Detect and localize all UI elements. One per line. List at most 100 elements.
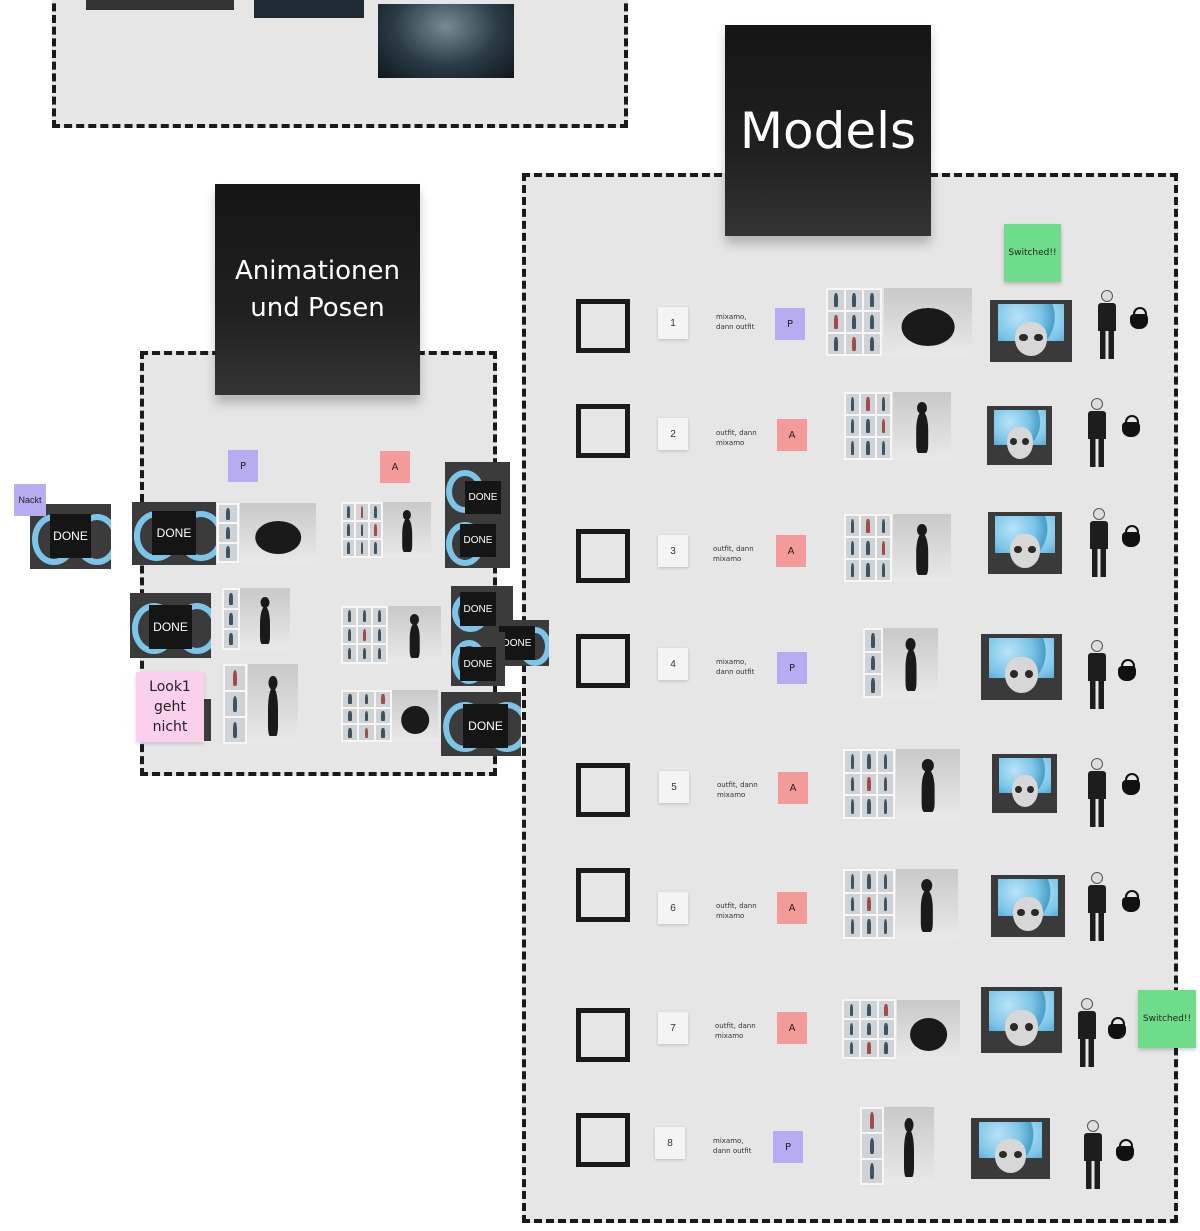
row-8-render[interactable] (884, 1107, 934, 1185)
row-6-note: outfit, dann mixamo (716, 902, 757, 920)
row-7-render[interactable] (897, 1000, 960, 1060)
anim-p-render-1[interactable] (240, 503, 316, 563)
anim-p-grid-2[interactable] (222, 588, 240, 650)
done-card-4[interactable]: DONE (445, 514, 510, 568)
row-1-bag[interactable] (1130, 307, 1148, 329)
switched-note-label: Switched!! (1008, 248, 1057, 258)
row-7-face[interactable] (981, 987, 1062, 1053)
anim-p-render-3[interactable] (248, 664, 298, 744)
row-4-render[interactable] (883, 628, 938, 698)
done-label: DONE (463, 704, 508, 748)
row-8-tag[interactable]: P (773, 1131, 803, 1163)
look1-note[interactable]: Look1 geht nicht (136, 672, 204, 742)
row-7-tag[interactable]: A (777, 1012, 807, 1044)
switched-note-2[interactable]: Switched!! (1138, 990, 1196, 1048)
row-1-tag[interactable]: P (775, 308, 805, 340)
models-title: Models (739, 101, 917, 160)
anim-a-render-3[interactable] (392, 690, 438, 742)
row-4-anim-grid[interactable] (863, 628, 883, 698)
done-card-8[interactable]: DONE (441, 692, 521, 756)
row-5-render[interactable] (896, 749, 960, 819)
top-frame (52, 0, 628, 128)
done-card-nackt[interactable]: DONE (30, 504, 111, 569)
row-1-anim-grid[interactable] (826, 288, 882, 356)
row-7-anim-grid[interactable] (842, 999, 896, 1059)
row-6-bag[interactable] (1122, 890, 1140, 912)
row-5-face[interactable] (992, 754, 1057, 813)
anim-tag-p[interactable]: P (228, 450, 258, 482)
nackt-note[interactable]: Nackt (14, 484, 46, 516)
anim-p-grid-3[interactable] (223, 664, 247, 744)
done-card-6[interactable]: DONE (499, 620, 549, 666)
row-6-tag[interactable]: A (777, 892, 807, 924)
row-3-tag[interactable]: A (776, 535, 806, 567)
row-8-face[interactable] (971, 1118, 1050, 1179)
row-3-bag[interactable] (1122, 525, 1140, 547)
done-label: DONE (149, 605, 192, 649)
row-8-bag[interactable] (1116, 1139, 1134, 1161)
row-6-anim-grid[interactable] (843, 869, 895, 939)
row-5-anim-grid[interactable] (843, 749, 895, 819)
anim-a-grid-2[interactable] (341, 606, 388, 664)
row-8-number: 8 (655, 1127, 685, 1159)
switched-note-1[interactable]: Switched!! (1004, 224, 1061, 282)
row-4-face[interactable] (981, 634, 1062, 700)
row-2-note: outfit, dann mixamo (716, 429, 757, 447)
row-2-tag[interactable]: A (777, 419, 807, 451)
row-2-checkbox[interactable] (576, 404, 630, 458)
anim-tag-a[interactable]: A (380, 451, 410, 483)
top-photo-1[interactable] (86, 0, 234, 10)
row-1-render[interactable] (884, 288, 972, 356)
anim-a-render-1[interactable] (383, 502, 431, 558)
done-label: DONE (460, 647, 496, 681)
row-4-tag[interactable]: P (777, 652, 807, 684)
row-8-outfit[interactable] (1082, 1120, 1104, 1189)
row-5-outfit[interactable] (1086, 758, 1108, 827)
anim-a-grid-1[interactable] (341, 502, 383, 558)
anim-p-grid-1[interactable] (217, 503, 239, 563)
row-7-bag[interactable] (1108, 1017, 1126, 1039)
row-1-outfit[interactable] (1096, 290, 1118, 359)
anim-a-grid-3[interactable] (341, 690, 392, 742)
row-5-checkbox[interactable] (576, 763, 630, 817)
row-2-outfit[interactable] (1086, 398, 1108, 467)
row-8-anim-grid[interactable] (860, 1107, 884, 1185)
row-6-outfit[interactable] (1086, 872, 1108, 941)
row-4-checkbox[interactable] (576, 634, 630, 688)
done-card-7[interactable]: DONE (451, 632, 505, 686)
row-4-number: 4 (658, 648, 688, 680)
animations-header[interactable]: Animationen und Posen (215, 184, 420, 395)
row-6-render[interactable] (896, 869, 958, 939)
row-3-checkbox[interactable] (576, 529, 630, 583)
row-1-number: 1 (658, 307, 688, 339)
models-header[interactable]: Models (725, 25, 931, 236)
row-3-anim-grid[interactable] (844, 514, 892, 582)
row-2-anim-grid[interactable] (844, 392, 892, 460)
row-4-bag[interactable] (1118, 659, 1136, 681)
row-2-face[interactable] (987, 406, 1052, 465)
row-1-checkbox[interactable] (576, 299, 630, 353)
top-photo-2[interactable] (254, 0, 364, 18)
done-card-1[interactable]: DONE (132, 502, 216, 565)
done-card-3[interactable]: DONE (445, 462, 510, 514)
row-3-render[interactable] (893, 514, 951, 582)
row-1-face[interactable] (990, 300, 1072, 362)
row-6-face[interactable] (991, 875, 1065, 937)
row-7-checkbox[interactable] (576, 1008, 630, 1062)
row-4-outfit[interactable] (1086, 640, 1108, 709)
anim-p-render-2[interactable] (240, 588, 290, 650)
done-label: DONE (152, 511, 196, 555)
top-photo-3[interactable] (378, 4, 514, 78)
row-7-outfit[interactable] (1076, 998, 1098, 1067)
row-5-tag[interactable]: A (778, 772, 808, 804)
done-card-2[interactable]: DONE (130, 593, 211, 658)
row-8-checkbox[interactable] (576, 1113, 630, 1167)
row-3-outfit[interactable] (1088, 508, 1110, 577)
anim-a-render-2[interactable] (388, 606, 441, 664)
row-2-bag[interactable] (1122, 415, 1140, 437)
row-6-checkbox[interactable] (576, 868, 630, 922)
row-5-bag[interactable] (1122, 773, 1140, 795)
row-3-face[interactable] (988, 512, 1062, 574)
row-2-render[interactable] (893, 392, 951, 460)
row-7-note: outfit, dann mixamo (715, 1022, 756, 1040)
